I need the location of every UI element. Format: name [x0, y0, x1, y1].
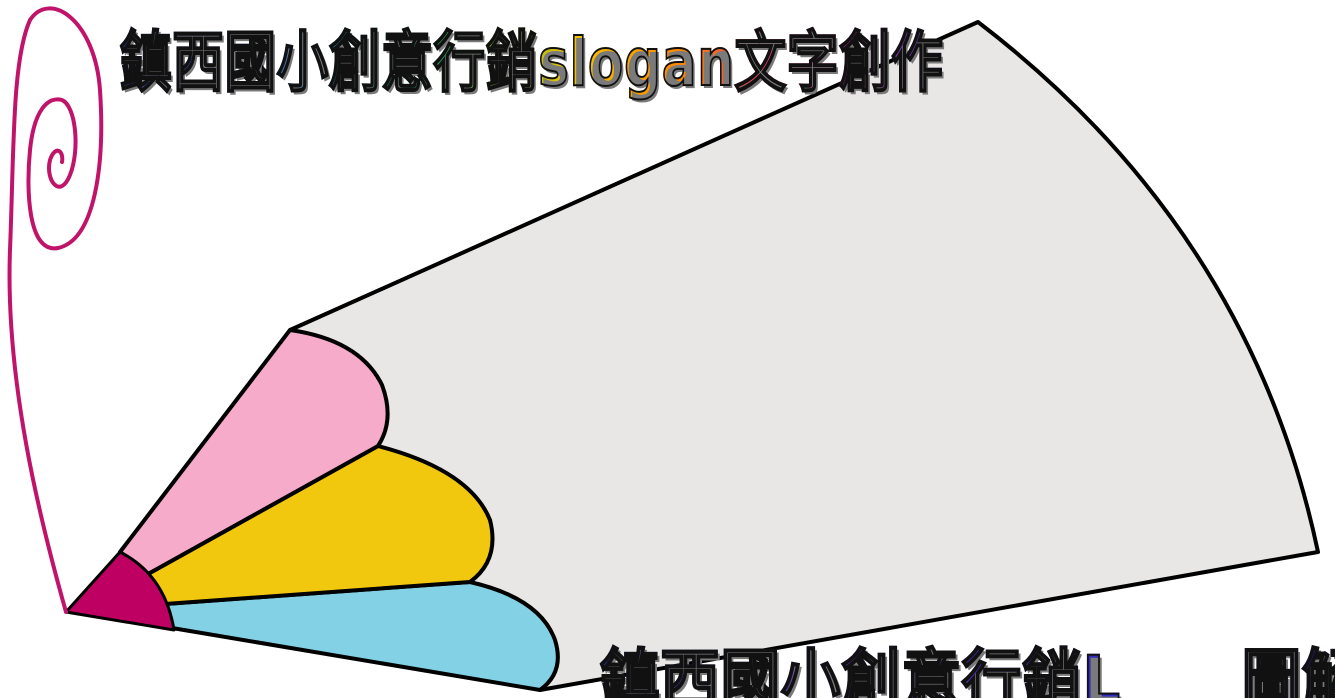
pencil-segment-cyan — [163, 580, 560, 692]
pencil-tip — [64, 550, 176, 632]
spiral-decoration — [7, 6, 104, 614]
pencil-body — [288, 20, 1320, 692]
pencil-segment-yellow — [146, 444, 495, 606]
slide-title: 鎮西國小創意行銷slogan文字創作 — [119, 18, 943, 108]
bottom-caption: 鎮西國小創意行銷L 圖解創作 — [599, 636, 1335, 698]
pencil-segment-pink — [118, 328, 390, 576]
